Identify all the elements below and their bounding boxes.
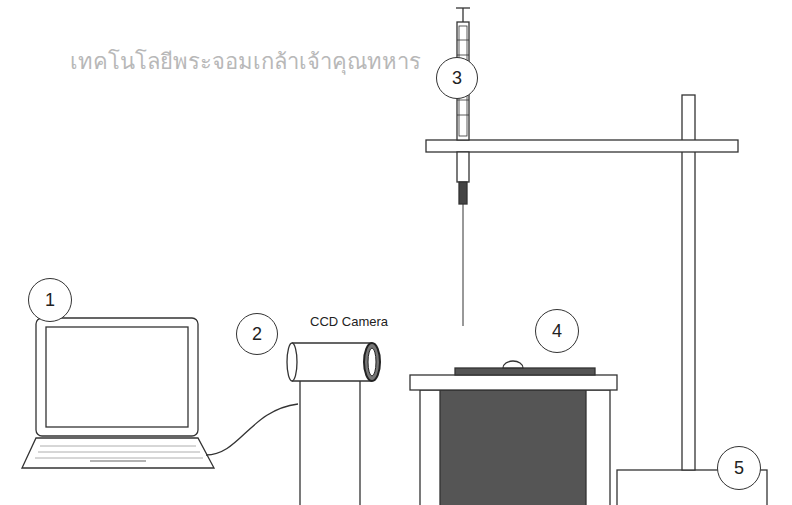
ccd-camera	[287, 343, 380, 381]
callout-circle: 4	[535, 309, 579, 353]
callout-number: 1	[45, 291, 55, 309]
watermark: เทคโนโลยีพระจอมเกล้าเจ้าคุณทหาร	[70, 44, 421, 79]
laptop	[22, 318, 214, 468]
retort-stand	[426, 95, 767, 505]
callout-number: 3	[452, 69, 462, 87]
droplet	[503, 361, 523, 368]
part-label: CCD Camera	[310, 314, 388, 329]
camera-stand	[300, 380, 360, 505]
callout-circle: 5	[717, 446, 761, 490]
usb-cable	[206, 404, 298, 455]
callout-circle: 2	[236, 313, 278, 355]
callout-number: 2	[252, 325, 262, 343]
syringe	[456, 8, 470, 326]
callout-circle: 3	[436, 57, 478, 99]
sample-stage	[410, 361, 617, 505]
callout-number: 4	[552, 322, 562, 340]
callout-number: 5	[734, 459, 744, 477]
callout-circle: 1	[28, 278, 72, 322]
